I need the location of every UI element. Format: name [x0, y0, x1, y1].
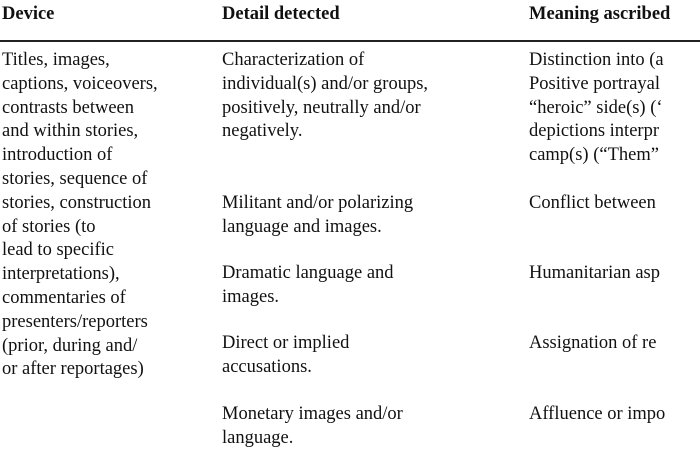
detail-cell-1: Characterization of individual(s) and/or… — [222, 49, 428, 144]
header-detail-detected: Detail detected — [222, 4, 340, 24]
device-line: interpretations), — [2, 264, 120, 285]
detail-line: language. — [222, 427, 294, 448]
detail-line: language and images. — [222, 216, 382, 237]
device-line: presenters/reporters — [2, 311, 148, 332]
device-line: stories, sequence of — [2, 168, 148, 189]
device-line: of stories (to — [2, 216, 96, 237]
detail-line: images. — [222, 286, 280, 307]
meaning-line: Distinction into (a — [529, 50, 664, 70]
detail-line: Militant and/or polarizing — [222, 193, 414, 213]
detail-cell-2: Militant and/or polarizing language and … — [222, 192, 413, 240]
meaning-line: Positive portrayal — [529, 73, 661, 94]
detail-cell-4: Direct or implied accusations. — [222, 332, 349, 380]
detail-line: Characterization of — [222, 50, 365, 70]
device-cell: Titles, images, captions, voiceovers, co… — [2, 49, 158, 382]
meaning-cell-4: Assignation of re — [529, 332, 656, 356]
device-line: or after reportages) — [2, 359, 144, 380]
detail-cell-5: Monetary images and/or language. — [222, 403, 403, 450]
detail-line: Dramatic language and — [222, 263, 394, 283]
detail-line: negatively. — [222, 121, 303, 142]
device-line: and within stories, — [2, 121, 139, 142]
meaning-cell-3: Humanitarian asp — [529, 262, 660, 286]
meaning-line: Conflict between — [529, 193, 656, 213]
detail-cell-3: Dramatic language and images. — [222, 262, 394, 310]
meaning-line: “heroic” side(s) (‘ — [529, 97, 663, 118]
detail-line: individual(s) and/or groups, — [222, 73, 429, 94]
meaning-line: Affluence or impo — [529, 404, 666, 424]
device-line: (prior, during and/ — [2, 335, 138, 356]
device-line: commentaries of — [2, 287, 126, 308]
device-line: captions, voiceovers, — [2, 73, 158, 94]
meaning-cell-5: Affluence or impo — [529, 403, 665, 427]
header-device: Device — [2, 4, 55, 24]
device-line: introduction of — [2, 145, 113, 166]
device-line: stories, construction — [2, 192, 152, 213]
meaning-line: camp(s) (“Them” — [529, 145, 659, 166]
device-line: contrasts between — [2, 97, 135, 118]
detail-line: Monetary images and/or — [222, 404, 403, 424]
meaning-cell-1: Distinction into (a Positive portrayal “… — [529, 49, 664, 168]
device-line: Titles, images, — [2, 50, 110, 70]
device-line: lead to specific — [2, 240, 114, 261]
meaning-line: Humanitarian asp — [529, 263, 660, 283]
detail-line: Direct or implied — [222, 333, 350, 353]
header-rule — [0, 40, 700, 42]
header-meaning-ascribed: Meaning ascribed — [529, 4, 671, 24]
meaning-line: depictions interpr — [529, 121, 659, 142]
detail-line: accusations. — [222, 356, 312, 377]
meaning-line: Assignation of re — [529, 333, 657, 353]
detail-line: positively, neutrally and/or — [222, 97, 421, 118]
meaning-cell-2: Conflict between — [529, 192, 656, 216]
